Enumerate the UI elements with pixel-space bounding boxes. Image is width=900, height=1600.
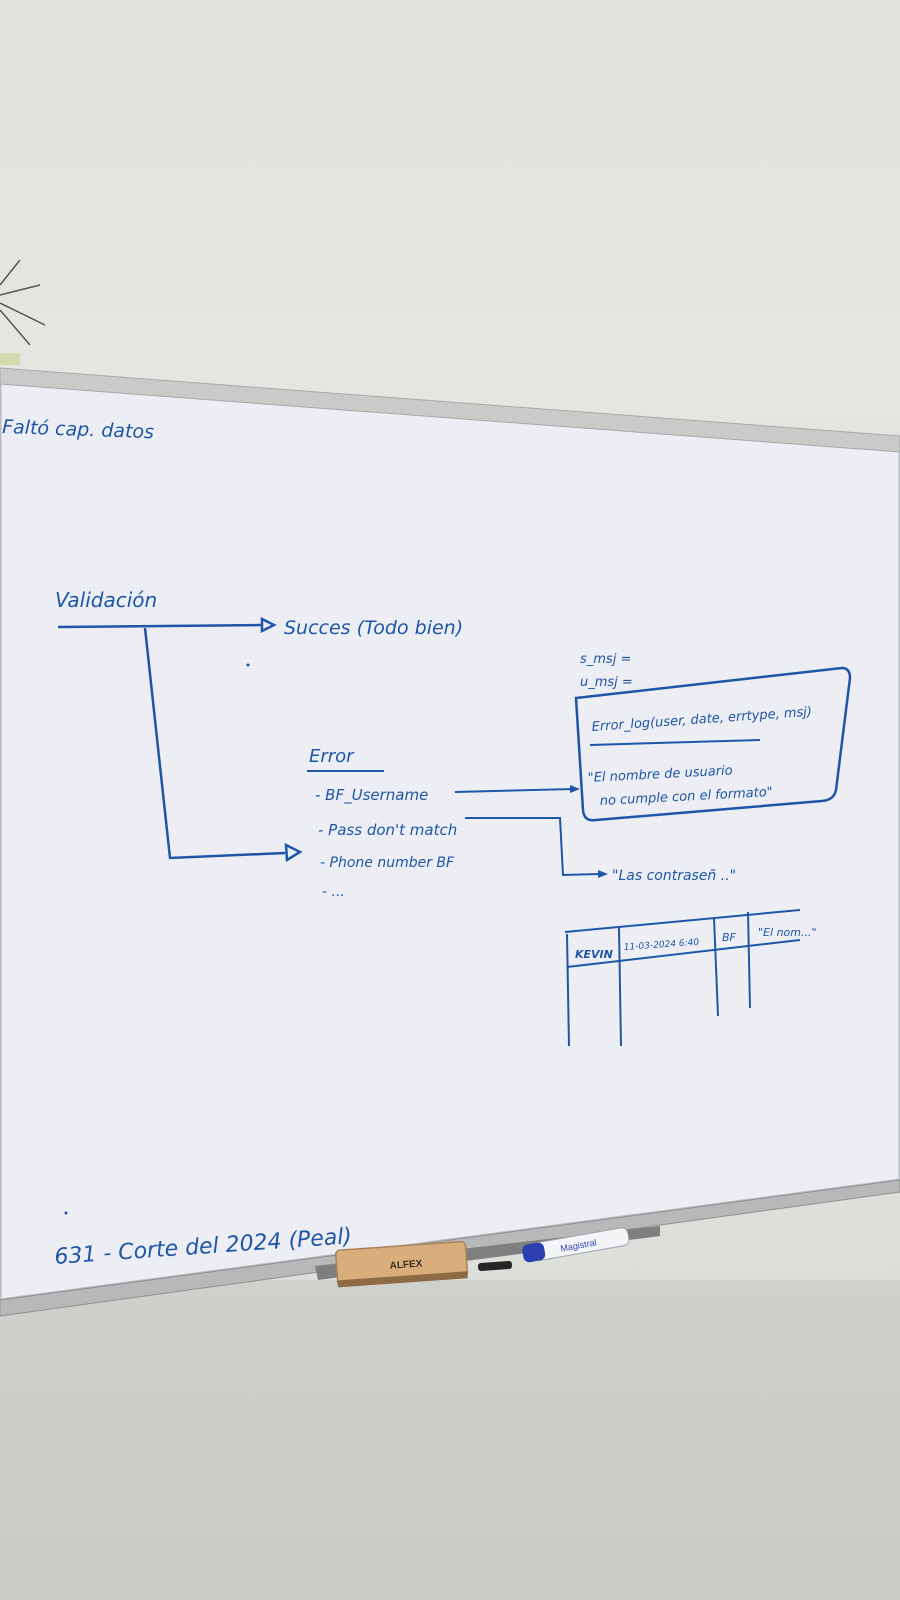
username-to-box-arrowhead xyxy=(570,785,580,793)
signature-underline xyxy=(589,739,761,746)
error-arrowhead xyxy=(284,842,303,863)
password-arrow xyxy=(465,817,601,877)
password-note: "Las contraseñ .." xyxy=(612,868,736,884)
validation-underline xyxy=(57,623,263,629)
smudge-dot xyxy=(64,1211,68,1215)
var-note-s: s_msj = xyxy=(580,652,631,667)
error-item-password: - Pass don't match xyxy=(318,821,457,839)
error-title: Error xyxy=(309,746,355,767)
success-arrowhead xyxy=(260,616,277,634)
whiteboard xyxy=(0,376,900,1302)
error-branch-line xyxy=(143,627,286,860)
success-label: Succes (Todo bien) xyxy=(284,617,463,639)
corner-note: Faltó cap. datos xyxy=(2,416,155,443)
validation-label: Validación xyxy=(55,588,157,612)
error-item-phone: - Phone number BF xyxy=(320,855,455,871)
password-arrowhead xyxy=(598,870,608,878)
table-header-line xyxy=(566,939,801,968)
table-cell-message: "El nom..." xyxy=(758,926,817,939)
error-item-username: - BF_Username xyxy=(315,786,428,805)
table-top-line xyxy=(564,909,801,933)
wall-sticker xyxy=(0,259,46,365)
eraser-felt xyxy=(337,1271,468,1288)
blue-marker: Magistral xyxy=(522,1227,630,1263)
black-marker xyxy=(477,1261,513,1271)
marker-cap xyxy=(522,1242,546,1263)
table-col-3 xyxy=(713,917,719,1017)
table-col-1 xyxy=(566,933,570,1047)
eraser: ALFEX xyxy=(334,1240,469,1288)
table-cell-errtype: BF xyxy=(722,931,737,944)
error-log-box xyxy=(574,666,852,822)
eraser-label: ALFEX xyxy=(389,1258,423,1271)
table-col-4 xyxy=(747,911,751,1009)
table-col-2 xyxy=(618,927,622,1047)
lower-wall xyxy=(0,1280,900,1600)
table-cell-user: KEVIN xyxy=(575,948,613,961)
username-to-box-arrow xyxy=(454,788,575,793)
smudge-dot xyxy=(246,663,250,667)
error-item-more: - ... xyxy=(322,884,345,900)
whiteboard-top-rail xyxy=(0,367,900,453)
log-table xyxy=(564,909,801,1047)
var-note-u: u_msj = xyxy=(580,675,633,690)
